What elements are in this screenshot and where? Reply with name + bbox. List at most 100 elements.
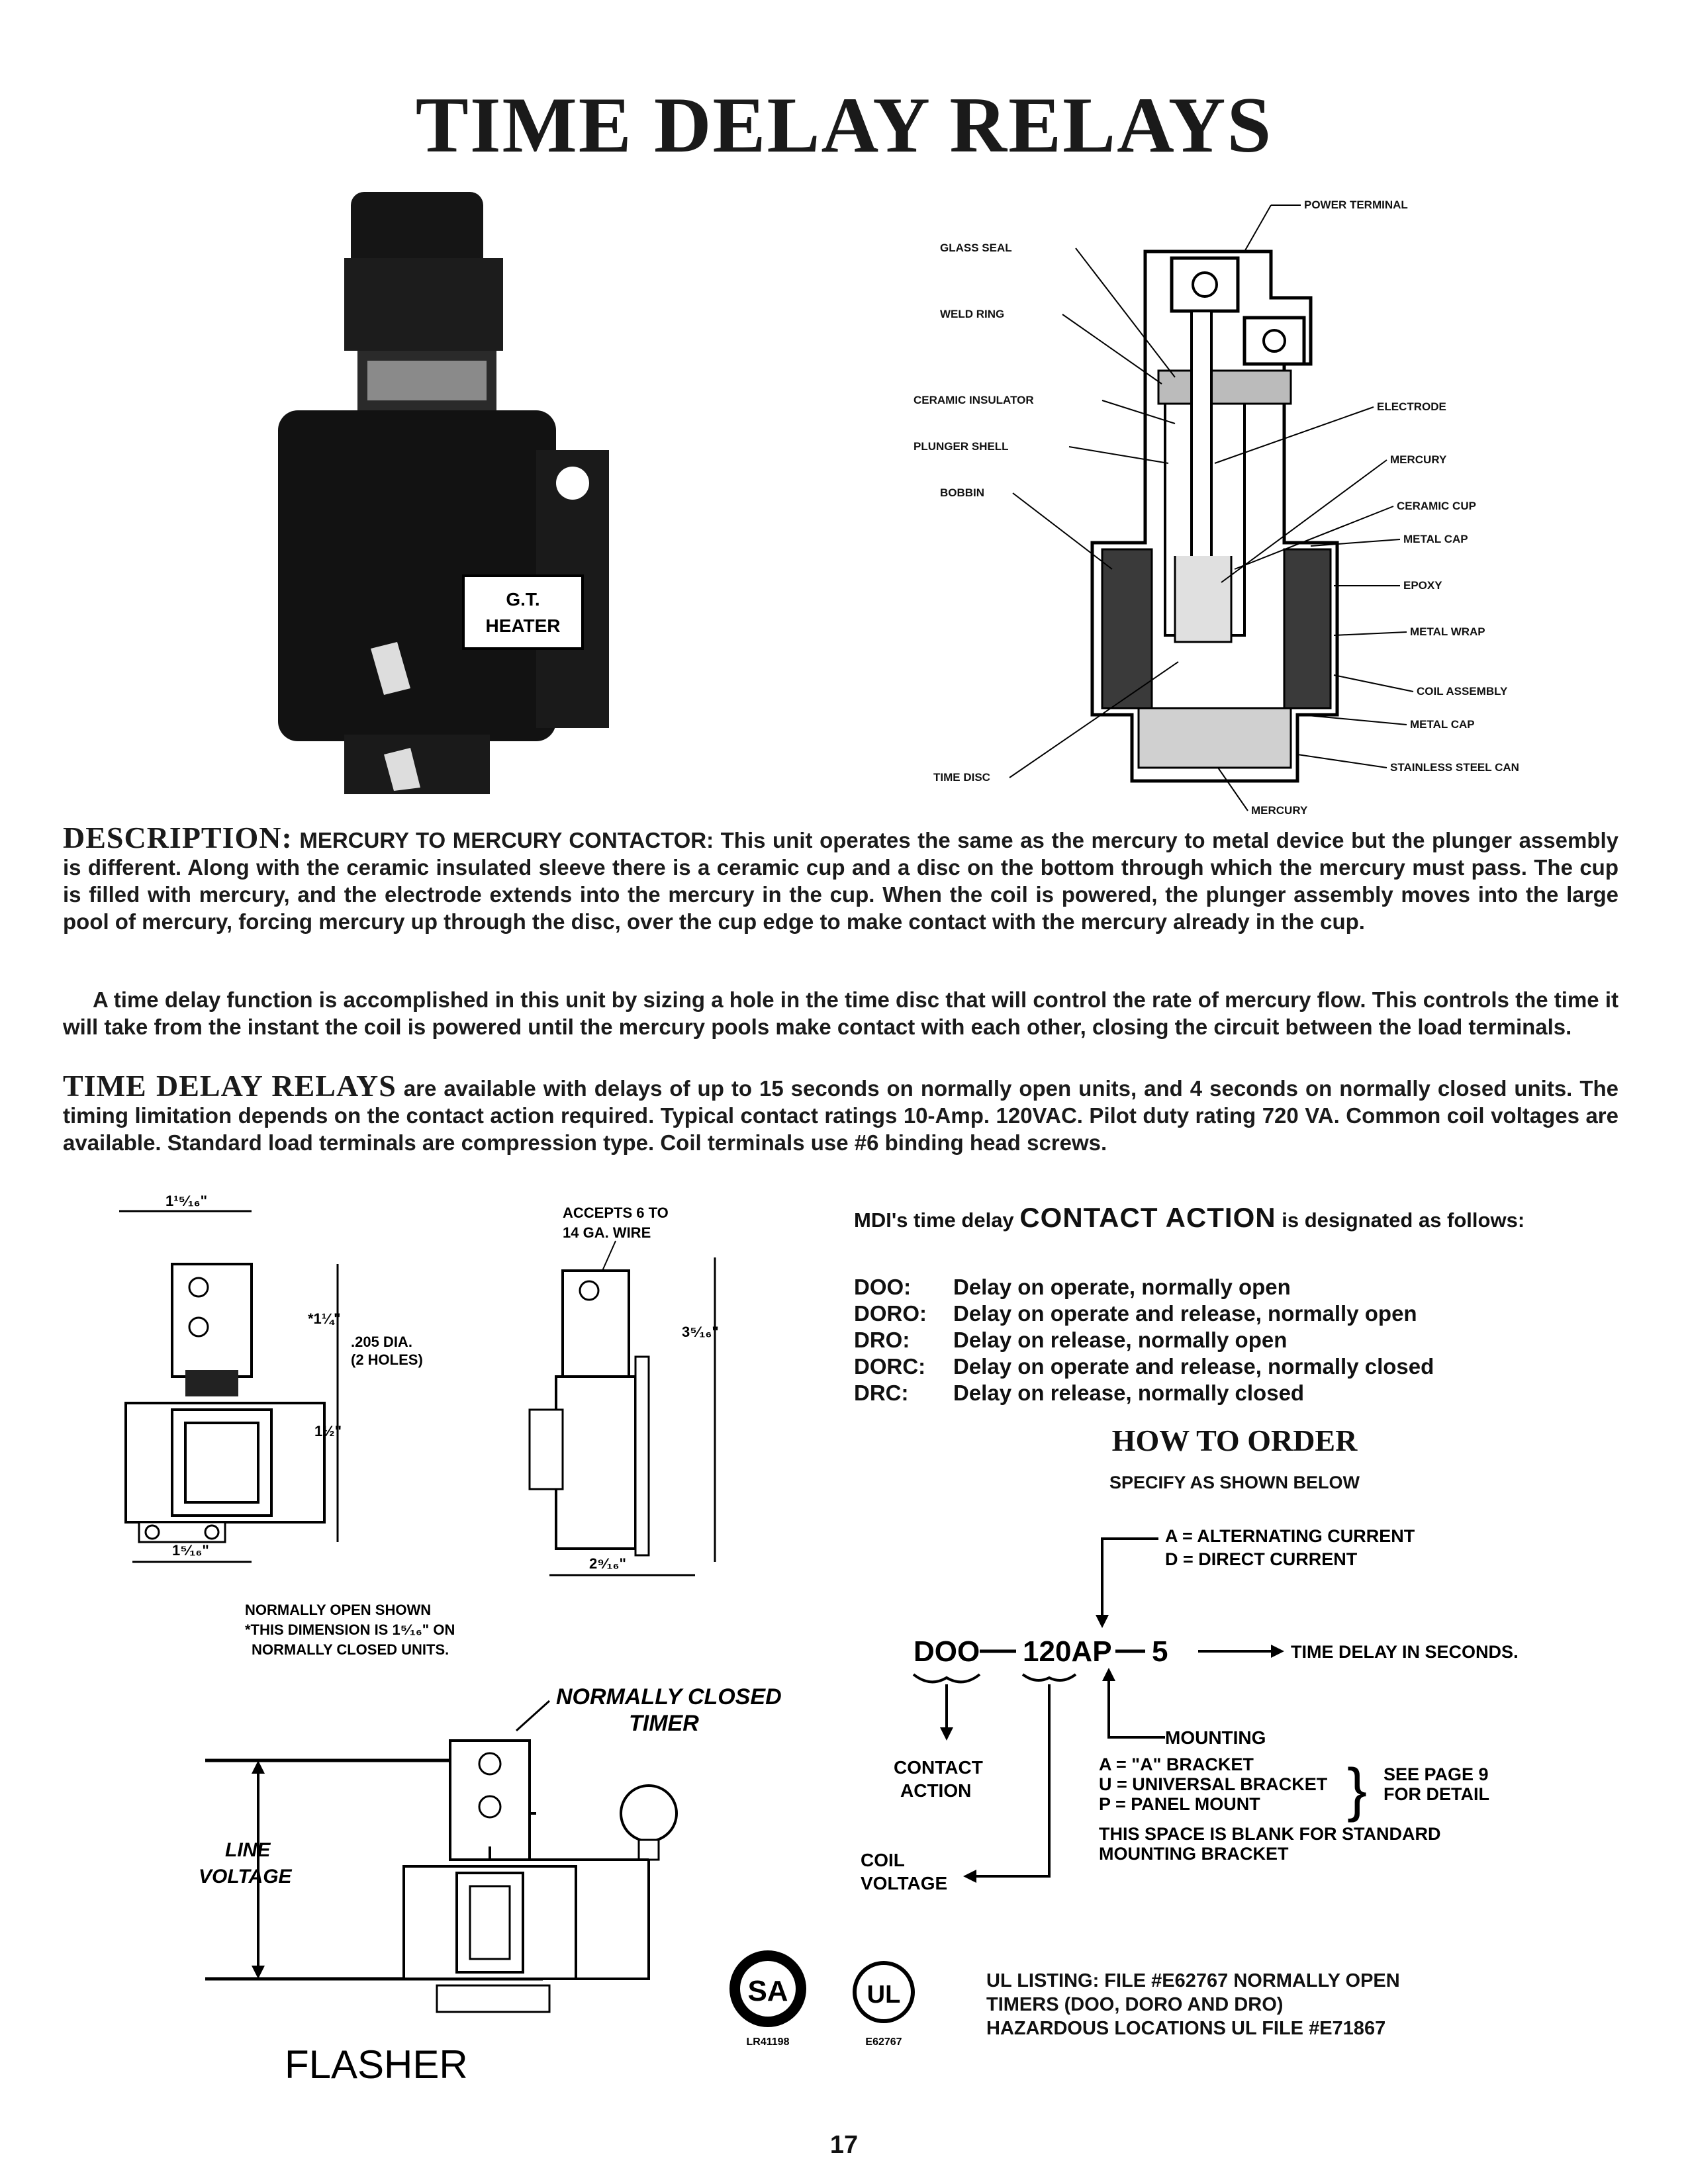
- contact-action-heading: CONTACT ACTION: [1019, 1202, 1276, 1233]
- availability-paragraph: TIME DELAY RELAYS are available with del…: [63, 1071, 1618, 1156]
- callout-metal-cap-upper: METAL CAP: [1403, 533, 1468, 545]
- callout-mercury-bottom: MERCURY: [1251, 804, 1308, 817]
- callout-metal-cap-lower: METAL CAP: [1410, 718, 1475, 731]
- contact-code: DRC:: [854, 1381, 909, 1405]
- callout-ceramic-insulator: CERAMIC INSULATOR: [914, 394, 1034, 406]
- ul-listing-text: UL LISTING: FILE #E62767 NORMALLY OPEN T…: [986, 1969, 1582, 2040]
- line-voltage-label-1: LINE: [225, 1839, 271, 1861]
- coil-voltage-label-1: COIL: [861, 1850, 905, 1870]
- callout-coil-assembly: COIL ASSEMBLY: [1417, 685, 1508, 698]
- contact-code-row: DRO: Delay on release, normally open: [854, 1327, 1615, 1353]
- contact-code: DRO:: [854, 1328, 910, 1352]
- description-paragraph-1: DESCRIPTION: MERCURY TO MERCURY CONTACTO…: [63, 821, 1618, 935]
- contact-action-codes: DOO: Delay on operate, normally open DORO…: [854, 1274, 1615, 1406]
- description-heading: DESCRIPTION:: [63, 821, 293, 854]
- mounting-brace: }: [1347, 1757, 1367, 1823]
- contact-code: DORO:: [854, 1301, 927, 1326]
- callout-time-disc: TIME DISC: [933, 771, 990, 784]
- time-delay-label: TIME DELAY IN SECONDS.: [1291, 1642, 1519, 1662]
- contact-code-desc: Delay on operate and release, normally c…: [953, 1354, 1434, 1379]
- contact-code-desc: Delay on operate, normally open: [953, 1275, 1291, 1299]
- order-code-part3: 5: [1152, 1635, 1168, 1668]
- coil-voltage-label-2: VOLTAGE: [861, 1873, 947, 1893]
- line-voltage-label-2: VOLTAGE: [199, 1866, 293, 1888]
- contact-code-row: DORC: Delay on operate and release, norma…: [854, 1353, 1615, 1380]
- contact-code-row: DRC: Delay on release, normally closed: [854, 1380, 1615, 1406]
- mounting-label: MOUNTING: [1165, 1727, 1266, 1748]
- contact-code-row: DOO: Delay on operate, normally open: [854, 1274, 1615, 1300]
- flasher-caption: FLASHER: [285, 2042, 468, 2087]
- contact-action-label-2: ACTION: [900, 1780, 971, 1801]
- order-code-diagram: A = ALTERNATING CURRENT D = DIRECT CURRE…: [861, 1526, 1519, 1893]
- ul-listing-line-3: HAZARDOUS LOCATIONS UL FILE #E71867: [986, 2018, 1386, 2039]
- dimension-note-3: NORMALLY CLOSED UNITS.: [252, 1641, 449, 1658]
- contact-action-label-1: CONTACT: [894, 1757, 983, 1778]
- contact-code: DORC:: [854, 1354, 926, 1379]
- wire-note-line2: 14 GA. WIRE: [563, 1224, 651, 1241]
- callout-bobbin: BOBBIN: [940, 486, 984, 499]
- photo-label-line1: G.T.: [506, 589, 539, 610]
- listing-logos: SA LR41198 UL E62767: [729, 1950, 915, 2048]
- csa-number: LR41198: [747, 2036, 790, 2048]
- order-code-part1: DOO: [914, 1635, 980, 1668]
- dim-holes-2: (2 HOLES): [351, 1351, 423, 1368]
- flasher-timer-label-1: NORMALLY CLOSED: [556, 1684, 782, 1709]
- description-text-1: MERCURY TO MERCURY CONTACTOR: This unit …: [63, 828, 1618, 934]
- dim-bottom-width-right: 2⁹⁄₁₆": [589, 1555, 626, 1572]
- callout-power-terminal: POWER TERMINAL: [1304, 199, 1408, 211]
- contact-code: DOO:: [854, 1275, 912, 1299]
- see-page-1: SEE PAGE 9: [1383, 1764, 1489, 1784]
- availability-text: are available with delays of up to 15 se…: [63, 1076, 1618, 1155]
- dim-bottom-width-left: 1⁵⁄₁₆": [172, 1542, 209, 1559]
- dim-side-height: 3⁵⁄₁₆": [682, 1324, 719, 1340]
- dim-upper-height: *1¼": [308, 1310, 341, 1327]
- how-to-order-heading: HOW TO ORDER: [1111, 1424, 1358, 1457]
- ul-listing-line-2: TIMERS (DOO, DORO AND DRO): [986, 1994, 1284, 2015]
- see-page-2: FOR DETAIL: [1383, 1784, 1489, 1804]
- page-title: TIME DELAY RELAYS: [415, 81, 1273, 169]
- ul-listing-line-1: UL LISTING: FILE #E62767 NORMALLY OPEN: [986, 1970, 1400, 1991]
- cutaway-diagram: GLASS SEAL WELD RING CERAMIC INSULATOR P…: [914, 199, 1519, 817]
- how-to-order-subheading: SPECIFY AS SHOWN BELOW: [1109, 1473, 1360, 1492]
- order-code-part2: 120AP: [1023, 1635, 1112, 1668]
- left-callouts: GLASS SEAL WELD RING CERAMIC INSULATOR P…: [914, 242, 1179, 784]
- contact-code-desc: Delay on release, normally closed: [953, 1381, 1305, 1405]
- current-d: D = DIRECT CURRENT: [1165, 1549, 1358, 1569]
- mount-p: P = PANEL MOUNT: [1099, 1794, 1260, 1814]
- current-a: A = ALTERNATING CURRENT: [1165, 1526, 1415, 1546]
- contact-code-desc: Delay on release, normally open: [953, 1328, 1288, 1352]
- csa-logo-text: SA: [747, 1975, 788, 2007]
- right-callouts: POWER TERMINAL ELECTRODE MERCURY CERAMIC…: [1214, 199, 1519, 817]
- callout-weld-ring: WELD RING: [940, 308, 1004, 320]
- contact-action-intro: MDI's time delay CONTACT ACTION is desig…: [854, 1202, 1615, 1234]
- callout-epoxy: EPOXY: [1403, 579, 1442, 592]
- flasher-timer-label-2: TIMER: [629, 1711, 699, 1736]
- callout-mercury-right: MERCURY: [1390, 453, 1447, 466]
- dimension-note-1: NORMALLY OPEN SHOWN: [245, 1602, 431, 1618]
- dim-top-width: 1¹⁵⁄₁₆": [165, 1193, 207, 1209]
- callout-stainless-steel-can: STAINLESS STEEL CAN: [1390, 761, 1519, 774]
- ul-number: E62767: [865, 2036, 902, 2048]
- contact-code-desc: Delay on operate and release, normally o…: [953, 1301, 1417, 1326]
- contact-action-intro-pre: MDI's time delay: [854, 1208, 1014, 1232]
- photo-label-line2: HEATER: [485, 615, 560, 636]
- dimension-drawing: 1¹⁵⁄₁₆" *1¼" 1½" .205 DIA. (2 HOLES) 1⁵⁄…: [119, 1193, 719, 1658]
- callout-ceramic-cup: CERAMIC CUP: [1397, 500, 1476, 512]
- mount-a: A = "A" BRACKET: [1099, 1754, 1254, 1774]
- relay-photo: G.T. HEATER: [252, 185, 622, 801]
- dimension-note-2: *THIS DIMENSION IS 1⁵⁄₁₆" ON: [245, 1621, 455, 1638]
- page-number: 17: [829, 2131, 859, 2159]
- ul-logo-text: UL: [867, 1981, 901, 2009]
- description-paragraph-2: A time delay function is accomplished in…: [63, 987, 1618, 1039]
- callout-plunger-shell: PLUNGER SHELL: [914, 440, 1009, 453]
- blank-note-1: THIS SPACE IS BLANK FOR STANDARD: [1099, 1824, 1441, 1844]
- wire-note-line1: ACCEPTS 6 TO: [563, 1205, 669, 1221]
- flasher-diagram: NORMALLY CLOSED TIMER LINE VOLTAGE FLASH…: [199, 1684, 782, 2087]
- contact-code-row: DORO: Delay on operate and release, norma…: [854, 1300, 1615, 1327]
- callout-metal-wrap: METAL WRAP: [1410, 625, 1485, 638]
- callout-electrode: ELECTRODE: [1377, 400, 1446, 413]
- ul-logo-icon: [853, 1961, 915, 2023]
- dim-middle-height: 1½": [314, 1423, 342, 1439]
- blank-note-2: MOUNTING BRACKET: [1099, 1844, 1289, 1864]
- mount-u: U = UNIVERSAL BRACKET: [1099, 1774, 1328, 1794]
